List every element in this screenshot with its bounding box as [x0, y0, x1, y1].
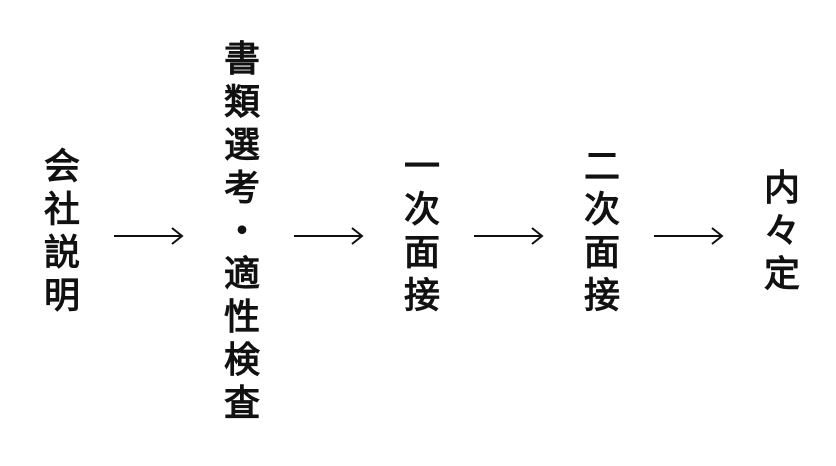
arrow-icon — [654, 227, 724, 245]
step-document-screening-aptitude-test: 書類選考・適性検査 — [218, 39, 259, 427]
arrow-icon — [114, 227, 184, 245]
step-second-interview: 二次面接 — [578, 147, 619, 319]
step-informal-offer: 内々定 — [758, 168, 799, 298]
arrow-icon — [474, 227, 544, 245]
step-company-briefing: 会社説明 — [38, 147, 79, 319]
arrow-icon — [294, 227, 364, 245]
step-first-interview: 一次面接 — [398, 147, 439, 319]
